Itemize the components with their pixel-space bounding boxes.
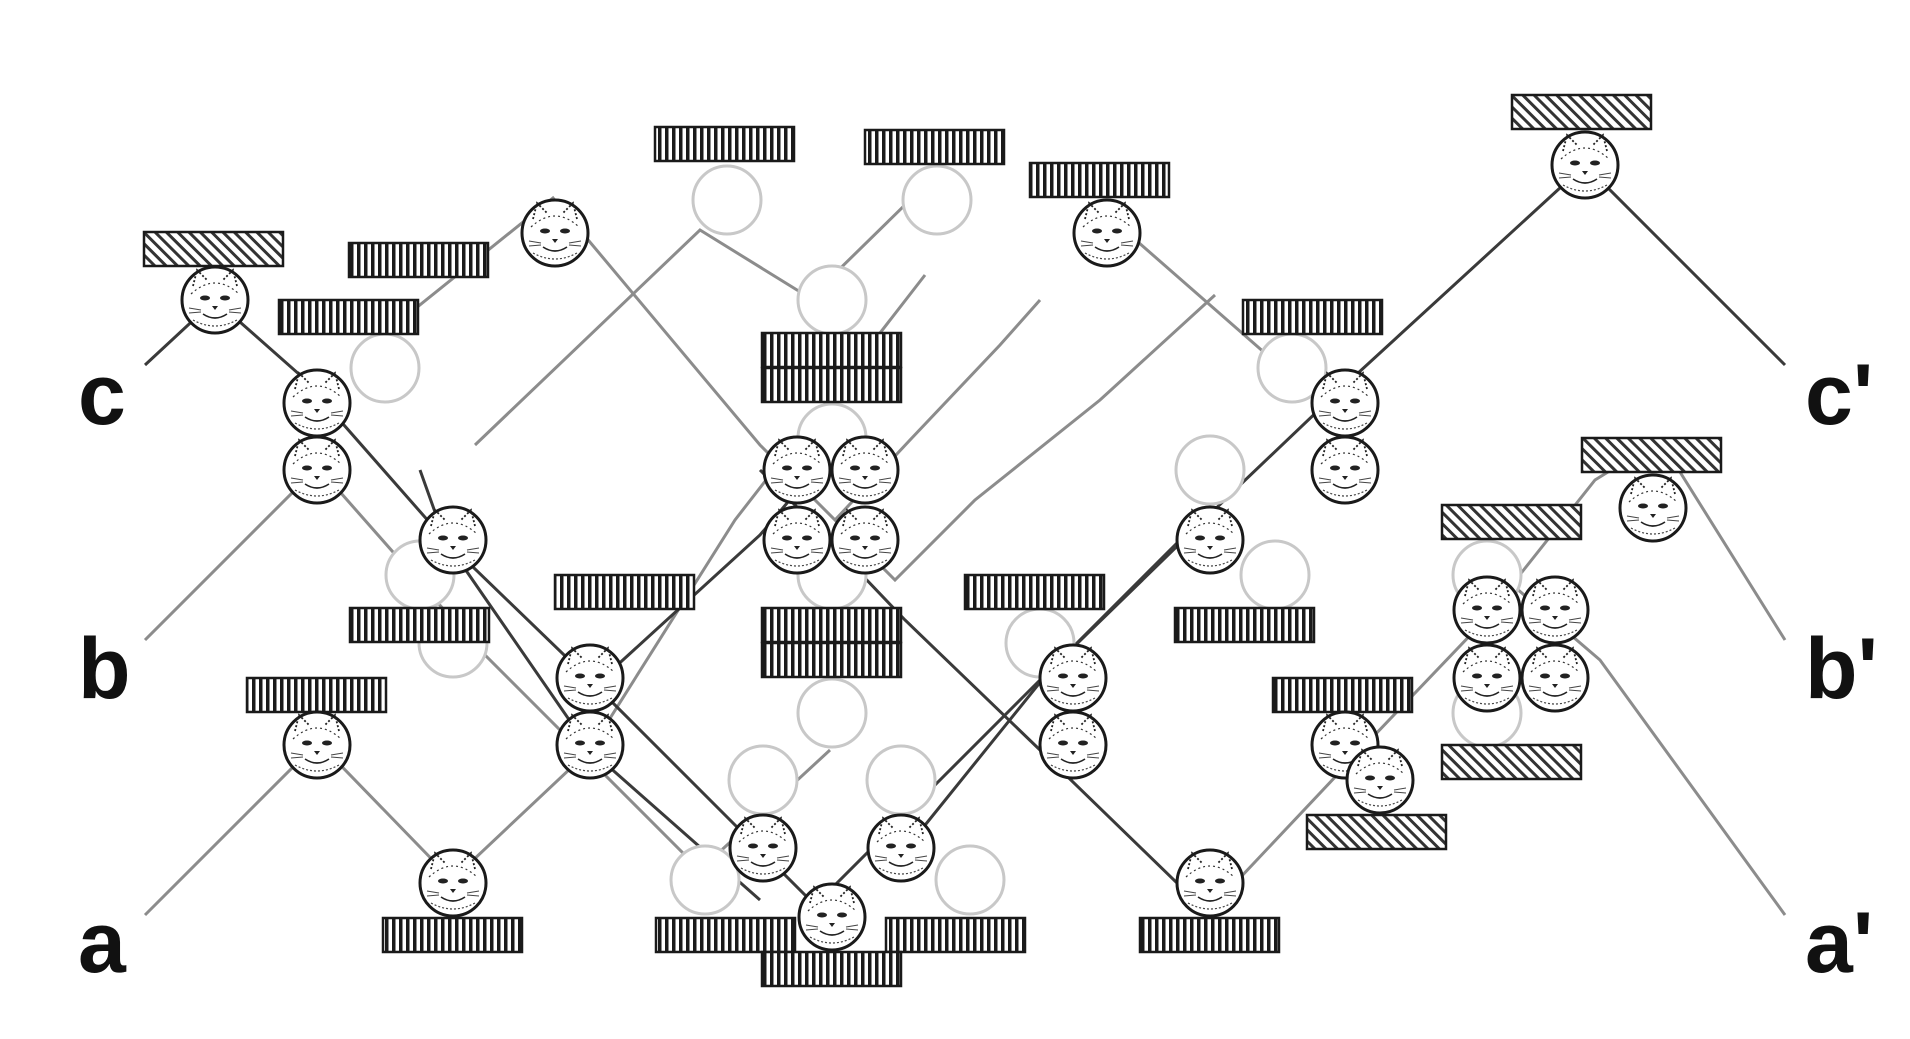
- cat-face-icon: [1345, 745, 1415, 815]
- connection-line: [473, 198, 912, 447]
- cat-face-icon: [762, 435, 832, 505]
- cat-face-icon: [1072, 198, 1142, 268]
- empty-node: [727, 744, 799, 816]
- vertical-hatched-box: [863, 128, 1006, 166]
- cat-face-icon: [1550, 130, 1620, 200]
- cat-face-icon: [1618, 473, 1688, 543]
- cat-face-icon: [1520, 643, 1590, 713]
- cat-face-icon: [282, 710, 352, 780]
- label-b: b: [78, 621, 131, 717]
- vertical-hatched-box: [760, 366, 903, 404]
- vertical-hatched-box: [347, 241, 490, 279]
- cat-face-icon: [1175, 848, 1245, 918]
- cat-face-icon: [1175, 505, 1245, 575]
- connection-line: [418, 469, 761, 902]
- cat-face-icon: [180, 265, 250, 335]
- vertical-hatched-box: [1173, 606, 1316, 644]
- vertical-hatched-box: [381, 916, 524, 954]
- cat-face-icon: [830, 435, 900, 505]
- label-a: a: [78, 895, 127, 991]
- diagonal-hatched-box: [1510, 93, 1653, 131]
- vertical-hatched-box: [760, 331, 903, 369]
- cat-face-icon: [728, 813, 798, 883]
- vertical-hatched-box: [277, 298, 420, 336]
- cat-face-icon: [282, 368, 352, 438]
- empty-node: [796, 264, 868, 336]
- vertical-hatched-box: [760, 950, 903, 988]
- cat-face-icon: [762, 505, 832, 575]
- cat-face-icon: [418, 848, 488, 918]
- vertical-hatched-box: [1028, 161, 1171, 199]
- cat-face-icon: [1310, 435, 1380, 505]
- vertical-hatched-box: [245, 676, 388, 714]
- vertical-hatched-box: [1138, 916, 1281, 954]
- cat-face-icon: [1520, 575, 1590, 645]
- connection-line: [143, 464, 832, 873]
- cat-face-icon: [830, 505, 900, 575]
- vertical-hatched-box: [1271, 676, 1414, 714]
- connection-line: [903, 162, 1787, 851]
- diagonal-hatched-box: [1305, 813, 1448, 851]
- vertical-hatched-box: [760, 606, 903, 644]
- cat-face-icon: [520, 198, 590, 268]
- empty-node: [796, 677, 868, 749]
- cat-face-icon: [866, 813, 936, 883]
- label-a-prime: a': [1805, 895, 1873, 991]
- label-c-prime: c': [1805, 347, 1873, 443]
- vertical-hatched-box: [553, 573, 696, 611]
- vertical-hatched-box: [884, 916, 1027, 954]
- empty-node: [1239, 539, 1311, 611]
- vertical-hatched-box: [963, 573, 1106, 611]
- vertical-hatched-box: [654, 916, 797, 954]
- cat-face-icon: [797, 882, 867, 952]
- cat-face-icon: [1310, 368, 1380, 438]
- diagonal-hatched-box: [1440, 503, 1583, 541]
- cat-face-icon: [1452, 643, 1522, 713]
- empty-node: [349, 332, 421, 404]
- hatched-boxes: [142, 93, 1723, 988]
- cat-face-icon: [1038, 643, 1108, 713]
- empty-node: [691, 164, 763, 236]
- empty-node: [901, 164, 973, 236]
- cat-face-icon: [1038, 710, 1108, 780]
- empty-node: [865, 744, 937, 816]
- connection-line: [813, 538, 1182, 907]
- label-b-prime: b': [1805, 621, 1878, 717]
- empty-node: [934, 844, 1006, 916]
- empty-node: [669, 844, 741, 916]
- cat-face-icon: [555, 710, 625, 780]
- vertical-hatched-box: [348, 606, 491, 644]
- cat-face-icon: [1452, 575, 1522, 645]
- diagonal-hatched-box: [142, 230, 285, 268]
- connection-line: [369, 195, 1217, 583]
- diagonal-hatched-box: [1580, 436, 1723, 474]
- cat-face-icon: [418, 505, 488, 575]
- vertical-hatched-box: [1241, 298, 1384, 336]
- empty-node: [1174, 434, 1246, 506]
- label-c: c: [78, 347, 126, 443]
- diagonal-hatched-box: [1440, 743, 1583, 781]
- cat-face-icon: [282, 435, 352, 505]
- vertical-hatched-box: [760, 641, 903, 679]
- cat-face-icon: [555, 643, 625, 713]
- vertical-hatched-box: [653, 125, 796, 163]
